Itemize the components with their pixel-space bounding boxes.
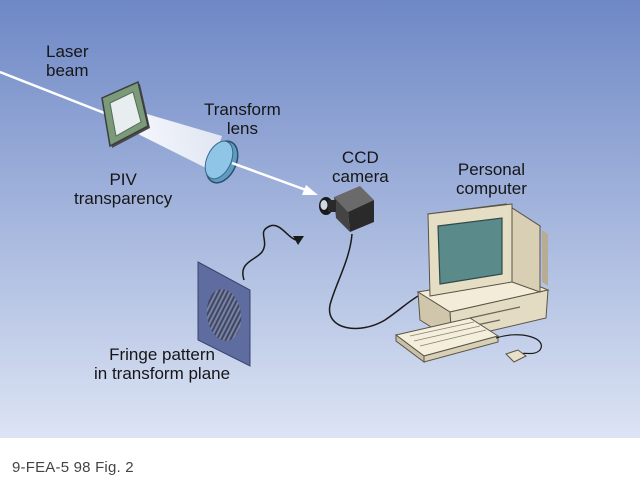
beam-arrowhead bbox=[302, 185, 318, 195]
camera-cable bbox=[328, 233, 421, 330]
laser-beam-line bbox=[0, 70, 113, 118]
label-piv-transparency: PIV transparency bbox=[74, 170, 172, 208]
label-personal-computer-line-1: Personal bbox=[457, 160, 525, 179]
label-transform-lens-line-2: lens bbox=[226, 119, 258, 138]
label-laser-beam-line-2: beam bbox=[46, 61, 89, 80]
background-panel bbox=[0, 0, 640, 438]
label-fringe-pattern-line-1: Fringe pattern bbox=[109, 345, 215, 364]
label-piv-transparency-line-2: transparency bbox=[74, 189, 173, 208]
label-ccd-camera-line-1: CCD bbox=[341, 148, 379, 167]
label-piv-transparency-line-1: PIV bbox=[109, 170, 137, 189]
label-transform-lens-line-1: Transform bbox=[204, 100, 281, 119]
fringe-pattern-plate bbox=[197, 261, 251, 367]
label-transform-lens: Transform lens bbox=[204, 100, 281, 138]
personal-computer bbox=[394, 203, 550, 363]
label-personal-computer-line-2: computer bbox=[456, 179, 527, 198]
piv-transparency bbox=[101, 80, 150, 148]
label-laser-beam-line-1: Laser bbox=[46, 42, 89, 61]
figure-caption: 9-FEA-5 98 Fig. 2 bbox=[12, 459, 134, 476]
beam-to-camera-line bbox=[231, 161, 307, 192]
label-personal-computer: Personal computer bbox=[456, 160, 527, 198]
fringe-to-camera-arrow bbox=[242, 224, 297, 281]
label-fringe-pattern: Fringe pattern in transform plane bbox=[94, 345, 230, 383]
label-ccd-camera-line-2: camera bbox=[332, 167, 389, 186]
label-ccd-camera: CCD camera bbox=[332, 148, 389, 186]
ccd-camera bbox=[319, 186, 374, 232]
transform-lens bbox=[204, 140, 239, 184]
label-fringe-pattern-line-2: in transform plane bbox=[94, 364, 231, 383]
label-laser-beam: Laser beam bbox=[46, 42, 89, 80]
fringe-arrowhead bbox=[293, 236, 304, 245]
